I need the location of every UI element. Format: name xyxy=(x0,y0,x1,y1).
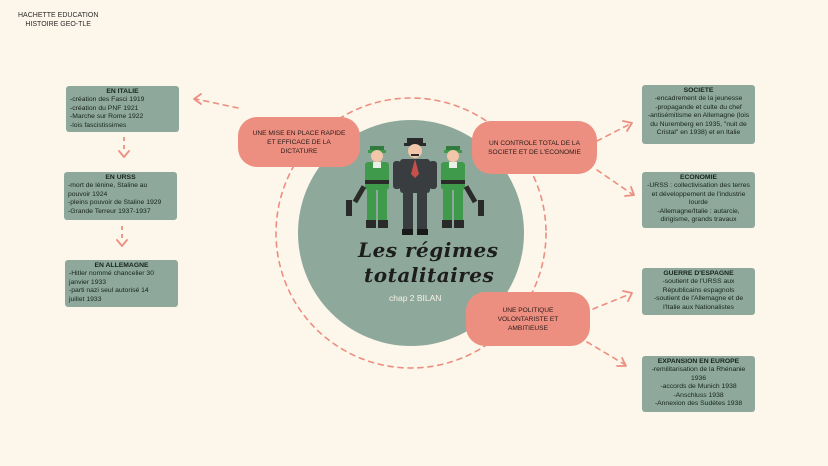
arrowhead-guerre xyxy=(622,290,633,302)
pill-mise-en-place: UNE MISE EN PLACE RAPIDE ET EFFICACE DE … xyxy=(238,117,360,167)
box-allemagne-line: -parti nazi seul autorisé 14 xyxy=(69,287,149,295)
arrowhead-allemagne xyxy=(116,239,128,247)
diagram-title-line-2: totalitaires xyxy=(364,263,495,287)
diagram-subtitle: chap 2 BILAN xyxy=(389,293,442,303)
arrowhead-economie xyxy=(624,186,635,197)
box-economie-line: -Allemagne/Italie : autarcie, xyxy=(657,207,740,215)
link-controle-to-economie xyxy=(596,169,633,195)
box-allemagne-line: -Hitler nommé chancelier 30 xyxy=(69,270,154,278)
box-italie-title: EN ITALIE xyxy=(106,88,139,95)
box-allemagne-title: EN ALLEMAGNE xyxy=(94,262,149,269)
box-economie-line: -URSS : collectivisation des terres xyxy=(647,182,750,190)
box-societe-line: -encadrement de la jeunesse xyxy=(654,95,743,103)
box-economie-title: ECONOMIE xyxy=(679,174,717,181)
box-allemagne: EN ALLEMAGNE -Hitler nommé chancelier 30… xyxy=(65,260,178,307)
link-politique-to-guerre xyxy=(592,293,631,310)
box-societe-line: -antisémitisme en Allemagne (lois xyxy=(647,112,750,120)
box-urss-line: -mort de lénine, Staline au xyxy=(68,182,148,190)
header-line-1: HACHETTE EDUCATION xyxy=(18,12,99,19)
box-italie-line: -lois fascistissimes xyxy=(70,121,127,129)
leader-icon xyxy=(393,138,437,235)
pill-controle-total-label: UN CONTROLE TOTAL DE LA SOCIETE ET DE L'… xyxy=(488,139,581,156)
box-guerre-espagne-line: Républicains espagnols xyxy=(662,286,735,294)
box-economie-line: lourde xyxy=(689,199,708,207)
box-urss: EN URSS -mort de lénine, Staline au pouv… xyxy=(64,172,177,220)
box-guerre-espagne-line: -soutient de l'URSS aux xyxy=(662,278,735,286)
box-societe-line: du Nuremberg en 1935, "nuit de xyxy=(650,120,747,128)
box-guerre-espagne: GUERRE D'ESPAGNE -soutient de l'URSS aux… xyxy=(642,268,755,315)
box-economie-line: dirigisme, grands travaux xyxy=(660,216,737,224)
box-expansion-line: -Annexion des Sudètes 1938 xyxy=(654,400,743,408)
box-guerre-espagne-title: GUERRE D'ESPAGNE xyxy=(663,270,734,277)
box-italie: EN ITALIE -création des Fasci 1919 -créa… xyxy=(66,86,179,132)
publisher-header: HACHETTE EDUCATION HISTOIRE GEO-TLE xyxy=(18,11,98,29)
pill-politique: UNE POLITIQUE VOLONTARISTE ET AMBITIEUSE xyxy=(466,292,590,346)
soldier-icon xyxy=(441,146,484,228)
link-politique-to-expansion xyxy=(586,341,625,365)
box-allemagne-line: juillet 1933 xyxy=(69,295,102,303)
box-italie-line: -Marche sur Rome 1922 xyxy=(70,113,144,121)
pill-mise-en-place-label: UNE MISE EN PLACE RAPIDE ET EFFICACE DE … xyxy=(252,129,346,155)
box-societe-title: SOCIETE xyxy=(683,87,714,94)
pill-politique-label: UNE POLITIQUE VOLONTARISTE ET AMBITIEUSE xyxy=(497,306,559,332)
box-urss-title: EN URSS xyxy=(105,174,136,181)
pill-controle-total: UN CONTROLE TOTAL DE LA SOCIETE ET DE L'… xyxy=(472,121,597,174)
box-expansion-title: EXPANSION EN EUROPE xyxy=(657,358,740,365)
arrowhead-urss xyxy=(118,150,130,158)
box-expansion: EXPANSION EN EUROPE -remilitarisation de… xyxy=(642,356,755,412)
arrowhead-italie xyxy=(193,93,202,105)
soldiers-illustration xyxy=(346,138,484,235)
box-societe: SOCIETE -encadrement de la jeunesse -pro… xyxy=(642,85,755,144)
box-allemagne-line: janvier 1933 xyxy=(69,278,107,286)
box-italie-line: -création des Fasci 1919 xyxy=(70,96,145,104)
box-economie: ECONOMIE -URSS : collectivisation des te… xyxy=(642,172,755,228)
link-mise-to-italie xyxy=(195,98,239,109)
arrowhead-societe xyxy=(622,120,633,132)
diagram-title-line-1: Les régimes xyxy=(358,238,499,262)
outer-dashed-ring xyxy=(275,97,547,369)
arrowhead-expansion xyxy=(616,357,627,367)
box-urss-line: -pleins pouvoir de Staline 1929 xyxy=(68,199,162,207)
box-societe-line: -propagande et culte du chef xyxy=(655,103,742,111)
box-expansion-line: -remilitarisation de la Rhénanie xyxy=(651,366,746,374)
box-expansion-line: -accords de Munich 1938 xyxy=(660,383,737,391)
box-economie-line: et développement de l'industrie xyxy=(651,190,746,198)
box-urss-line: pouvoir 1924 xyxy=(68,190,108,198)
box-expansion-line: -Anschluss 1938 xyxy=(673,391,724,399)
box-urss-line: -Grande Terreur 1937-1937 xyxy=(68,207,151,215)
box-expansion-line: 1936 xyxy=(690,374,707,382)
link-controle-to-societe xyxy=(596,123,631,142)
soldier-icon xyxy=(346,146,389,228)
box-italie-line: -création du PNF 1921 xyxy=(70,104,139,112)
box-guerre-espagne-line: l'Italie aux Nationalistes xyxy=(663,303,734,311)
box-guerre-espagne-line: -soutient de l'Allemagne et de xyxy=(653,295,744,303)
header-line-2: HISTOIRE GEO-TLE xyxy=(25,21,91,28)
box-societe-line: Cristal" en 1938) et en Italie xyxy=(656,129,741,137)
